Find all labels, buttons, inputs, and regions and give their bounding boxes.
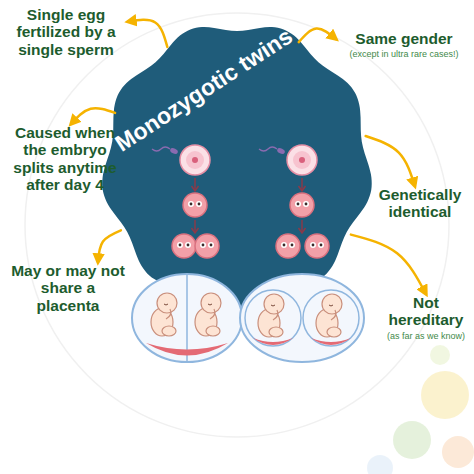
twin-baby <box>151 293 177 336</box>
twin-baby <box>316 294 342 337</box>
curved-arrow <box>98 230 121 262</box>
fact-text: Same gender <box>336 30 472 47</box>
shared-placenta <box>146 343 228 356</box>
embryo-cell <box>276 234 300 258</box>
central-blob: Monozygotic twins <box>100 20 374 310</box>
fact-note: (as far as we know) <box>378 331 474 342</box>
curved-arrow <box>351 235 426 294</box>
zygote-cell <box>290 193 314 217</box>
fact-text: Single egg fertilized by a single sperm <box>4 6 128 58</box>
fact-text: Caused when the embryo splits anytime af… <box>4 124 126 193</box>
step-arrow <box>299 220 306 233</box>
fact-text: May or may not share a placenta <box>8 262 128 314</box>
curved-arrow <box>128 20 167 47</box>
step-arrow <box>299 178 306 191</box>
fact-note: (except in ultra rare cases!) <box>336 49 472 60</box>
embryo-cell <box>195 234 219 258</box>
embryo-cell <box>305 234 329 258</box>
embryo-cell <box>172 234 196 258</box>
watermark-dot <box>430 345 450 365</box>
egg-cell <box>152 145 210 175</box>
curved-arrow <box>366 136 415 186</box>
fact-label: Not hereditary (as far as we know) <box>378 294 474 342</box>
curved-arrow <box>299 29 336 43</box>
egg-cell <box>259 145 317 175</box>
curved-arrow <box>71 108 115 124</box>
watermark-dot <box>393 421 431 459</box>
zygote-cell <box>183 193 207 217</box>
placenta <box>253 338 293 345</box>
amniotic-sac <box>245 290 301 346</box>
fact-label: Genetically identical <box>368 186 472 221</box>
watermark-ring <box>25 13 449 437</box>
placenta <box>311 338 351 345</box>
sac-divider <box>186 275 188 361</box>
womb-outline <box>240 274 364 362</box>
watermark-dot <box>367 455 393 474</box>
womb-outline <box>132 274 242 362</box>
amniotic-sac <box>303 290 359 346</box>
watermark-dot <box>442 436 474 468</box>
fact-label: Single egg fertilized by a single sperm <box>4 6 128 58</box>
fact-label: Same gender (except in ultra rare cases!) <box>336 30 472 60</box>
twin-baby <box>195 293 221 336</box>
twin-baby <box>258 294 284 337</box>
fact-text: Genetically identical <box>368 186 472 221</box>
fact-label: May or may not share a placenta <box>8 262 128 314</box>
step-arrow <box>192 178 199 191</box>
fact-text: Not hereditary <box>378 294 474 329</box>
fact-label: Caused when the embryo splits anytime af… <box>4 124 126 193</box>
watermark-dot <box>421 371 469 419</box>
step-arrow <box>192 220 199 233</box>
